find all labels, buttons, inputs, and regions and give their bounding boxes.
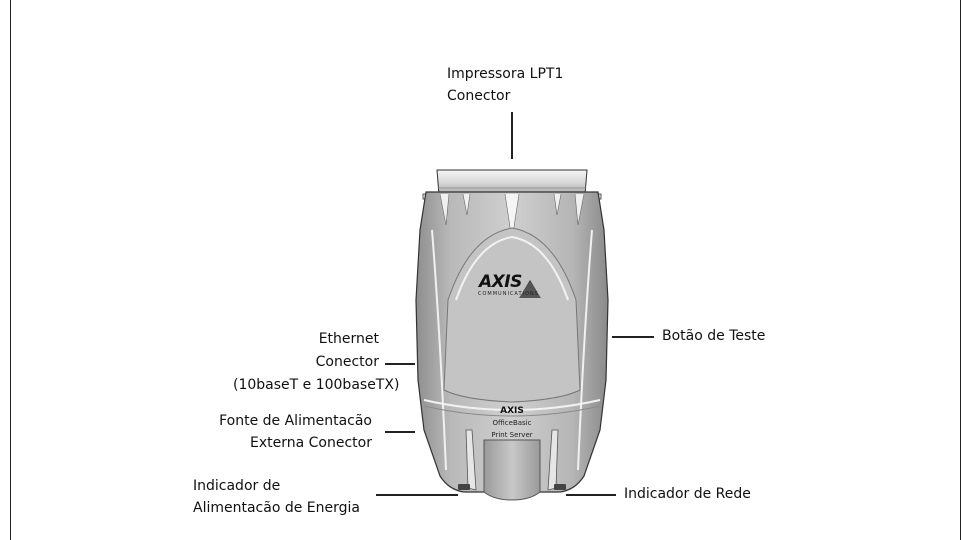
axis-logo-subtitle: COMMUNICATIONS [478, 291, 539, 297]
label-power-indicator-line1: Indicador de [193, 478, 281, 494]
leader-line-test-button [612, 336, 654, 338]
label-ethernet-line1: Ethernet [318, 331, 379, 347]
label-lpt-connector-line1: Impressora LPT1 [447, 66, 564, 82]
page-frame [10, 0, 961, 540]
label-power-connector-line1: Fonte de Alimentacão [219, 413, 372, 429]
label-test-button: Botão de Teste [662, 328, 766, 344]
label-lpt-connector-line2: Conector [447, 88, 511, 104]
label-ethernet-line2: Conector [315, 354, 379, 370]
panel-model: OfficeBasic [492, 419, 532, 427]
label-network-indicator: Indicador de Rede [624, 486, 751, 502]
leader-line-power-connector [385, 431, 415, 433]
panel-type: Print Server [491, 431, 533, 439]
label-ethernet-line3: (10baseT e 100baseTX) [233, 377, 400, 393]
leader-line-lpt [511, 112, 513, 159]
leader-line-power-indicator [376, 494, 458, 496]
label-power-indicator-line2: Alimentacão de Energia [193, 500, 360, 516]
panel-brand: AXIS [500, 406, 524, 416]
leader-line-network-indicator [566, 494, 616, 496]
leader-line-ethernet [385, 363, 415, 365]
label-power-connector-line2: Externa Conector [250, 435, 372, 451]
axis-logo: AXIS [479, 272, 522, 292]
